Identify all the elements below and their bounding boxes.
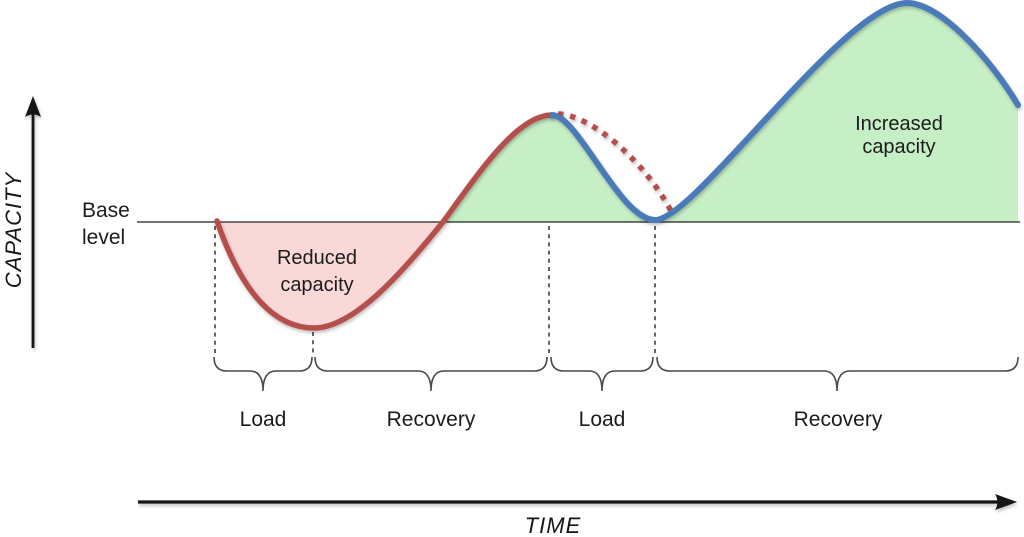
phase-label-load-2: Load (579, 408, 626, 431)
base-level-line2: level (82, 226, 125, 249)
phase-label-load-1: Load (240, 408, 287, 431)
phase-labels: Load Recovery Load Recovery (240, 408, 883, 431)
x-axis (138, 494, 1017, 510)
y-axis-label: CAPACITY (1, 171, 26, 288)
reduced-capacity-line1: Reduced (277, 247, 357, 269)
base-level-label: Base level (82, 199, 130, 249)
reduced-capacity-fill (217, 222, 443, 328)
brace-recovery-2 (656, 356, 1019, 392)
phase-braces (213, 356, 1019, 392)
x-axis-label: TIME (525, 513, 582, 537)
increased-capacity-line1: Increased (855, 113, 943, 135)
load-curve-red (214, 112, 555, 331)
reduced-capacity-label: Reduced capacity (277, 247, 357, 296)
dashed-guides (214, 226, 656, 353)
supercompensation-fill-1 (443, 115, 655, 222)
base-level-line1: Base (82, 199, 130, 222)
y-axis-arrowhead (25, 96, 41, 117)
y-axis (25, 96, 41, 348)
brace-load-2 (550, 356, 654, 392)
phase-label-recovery-2: Recovery (794, 408, 883, 431)
increased-capacity-line2: capacity (862, 136, 935, 158)
decline-curve-dotted-red (557, 111, 674, 213)
recovery-curve-blue (549, 0, 1021, 223)
x-axis-arrowhead (995, 494, 1017, 510)
reduced-capacity-line2: capacity (280, 274, 353, 296)
increased-capacity-fill (655, 3, 1018, 222)
brace-load-1 (213, 356, 313, 392)
brace-recovery-1 (314, 356, 548, 392)
increased-capacity-label: Increased capacity (855, 113, 943, 158)
phase-label-recovery-1: Recovery (387, 408, 476, 431)
